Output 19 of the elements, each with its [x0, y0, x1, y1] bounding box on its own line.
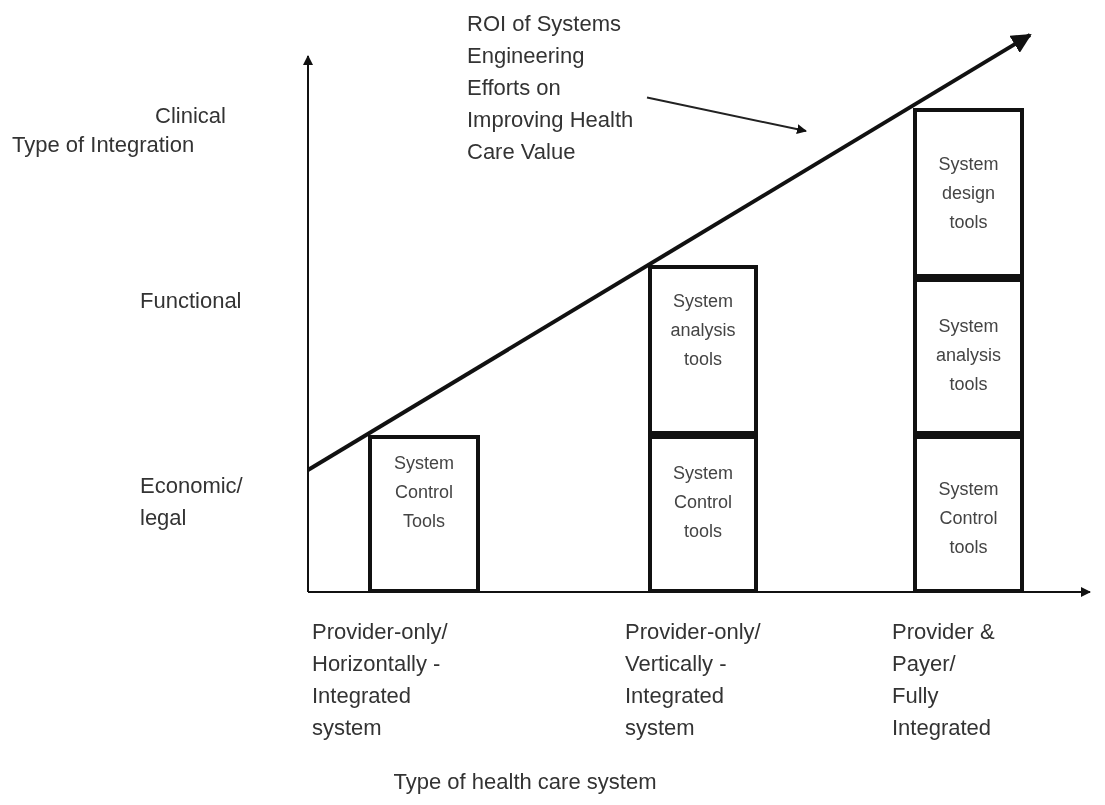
box-label: System design tools	[937, 153, 1000, 234]
tool-box	[648, 435, 758, 593]
axis-label: Economic/ legal	[140, 472, 244, 532]
axis-label: Clinical	[155, 102, 227, 130]
axis-label: Type of Integration	[12, 131, 196, 159]
box-label: System analysis tools	[935, 315, 1002, 396]
axis-label: Functional	[140, 287, 243, 315]
tool-box	[368, 435, 480, 593]
box-label: System analysis tools	[669, 290, 737, 371]
box-label: System Control Tools	[393, 452, 455, 533]
axis-label: Type of health care system	[392, 768, 658, 796]
pointer-arrow	[646, 96, 807, 135]
axis-label: Provider & Payer/ Fully Integrated	[892, 618, 996, 742]
axis-label: Provider-only/ Vertically - Integrated system	[625, 618, 762, 742]
tool-box	[913, 435, 1024, 593]
box-label: System Control tools	[937, 478, 1000, 559]
annotation-text: ROI of Systems Engineering Efforts on Improving Health Care Value	[467, 8, 647, 168]
axis-label: Provider-only/ Horizontally - Integrated system	[312, 618, 449, 742]
box-label: System Control tools	[672, 462, 734, 543]
